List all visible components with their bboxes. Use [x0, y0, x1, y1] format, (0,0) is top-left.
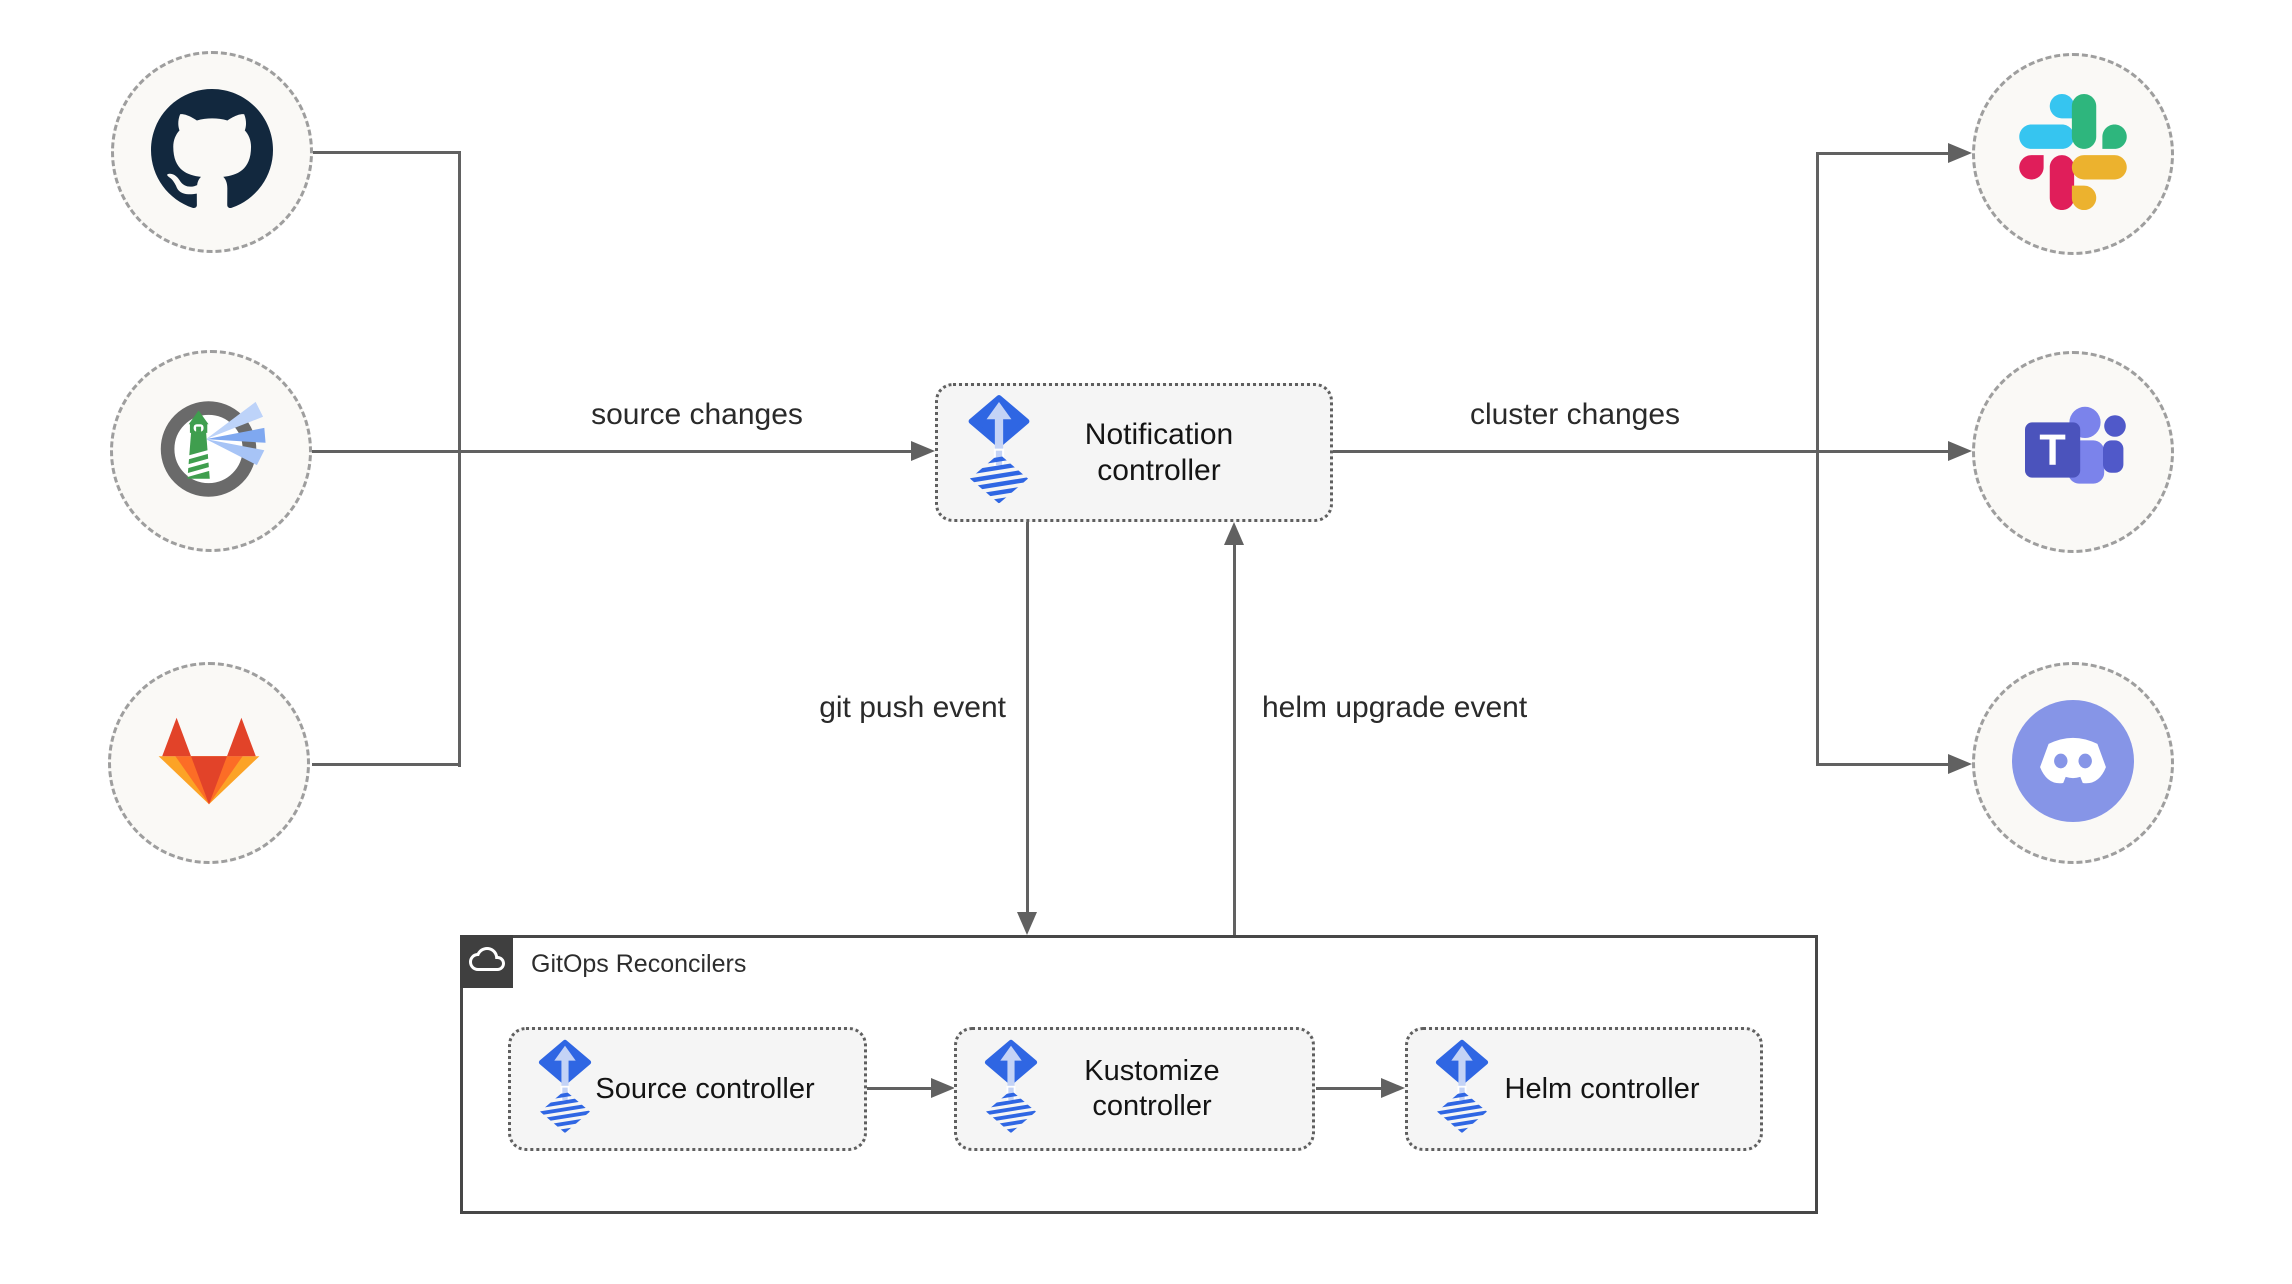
- connector-git-push: [1026, 522, 1029, 915]
- cloud-icon: [468, 941, 505, 982]
- flux-icon: [535, 1038, 595, 1141]
- node-ms-teams: T: [1972, 351, 2174, 553]
- flux-icon: [1432, 1038, 1492, 1141]
- connector-gitlab-horizontal: [312, 763, 459, 766]
- connector-discord-horizontal: [1817, 763, 1949, 766]
- node-slack: [1972, 53, 2174, 255]
- connector-cluster-changes: [1333, 450, 1949, 453]
- gitops-reconcilers-container: GitOps Reconcilers: [460, 935, 1818, 1214]
- discord-icon: [2012, 699, 2134, 827]
- connector-right-vertical: [1816, 152, 1819, 766]
- edge-label-source-changes: source changes: [591, 398, 803, 431]
- flux-icon: [981, 1038, 1041, 1141]
- gitops-badge: [460, 935, 513, 988]
- arrowhead-into-notification: [911, 441, 935, 461]
- arrowhead-into-teams: [1948, 441, 1972, 461]
- edge-label-helm-upgrade-event: helm upgrade event: [1262, 691, 1528, 724]
- node-gitlab: [108, 662, 310, 864]
- kustomize-controller-label: Kustomize controller: [1084, 1055, 1220, 1122]
- notification-controller-label: Notification controller: [1084, 417, 1234, 487]
- gitops-reconcilers-title: GitOps Reconcilers: [531, 950, 747, 978]
- arrowhead-into-helm: [1381, 1078, 1405, 1098]
- connector-slack-horizontal: [1817, 152, 1949, 155]
- slack-icon: [2015, 93, 2131, 215]
- flux-icon: [964, 393, 1034, 512]
- node-github: [111, 51, 313, 253]
- connector-helm-upgrade: [1233, 544, 1236, 935]
- arrowhead-into-notification-bottom: [1224, 522, 1244, 545]
- node-harbor: [110, 350, 312, 552]
- arrowhead-into-discord: [1948, 754, 1972, 774]
- arrowhead-into-slack: [1948, 143, 1972, 163]
- connector-source-changes: [311, 450, 913, 453]
- kustomize-controller-box: Kustomize controller: [954, 1027, 1315, 1151]
- edge-label-git-push-event: git push event: [819, 691, 1006, 724]
- connector-source-to-kustomize: [867, 1087, 933, 1090]
- github-icon: [151, 88, 273, 216]
- source-controller-label: Source controller: [595, 1072, 815, 1105]
- helm-controller-box: Helm controller: [1405, 1027, 1763, 1151]
- arrowhead-into-kustomize: [931, 1078, 955, 1098]
- arrowhead-into-gitops: [1017, 912, 1037, 935]
- svg-text:T: T: [2039, 426, 2065, 474]
- helm-controller-label: Helm controller: [1504, 1072, 1700, 1105]
- connector-left-vertical: [458, 151, 461, 767]
- edge-label-cluster-changes: cluster changes: [1469, 398, 1681, 431]
- connector-kustomize-to-helm: [1316, 1087, 1382, 1090]
- harbor-icon: [149, 387, 273, 516]
- node-discord: [1972, 662, 2174, 864]
- ms-teams-icon: T: [2013, 390, 2133, 515]
- gitlab-icon: [149, 710, 269, 817]
- notification-controller-box: Notification controller: [935, 383, 1333, 522]
- connector-github-horizontal: [313, 151, 459, 154]
- source-controller-box: Source controller: [508, 1027, 867, 1151]
